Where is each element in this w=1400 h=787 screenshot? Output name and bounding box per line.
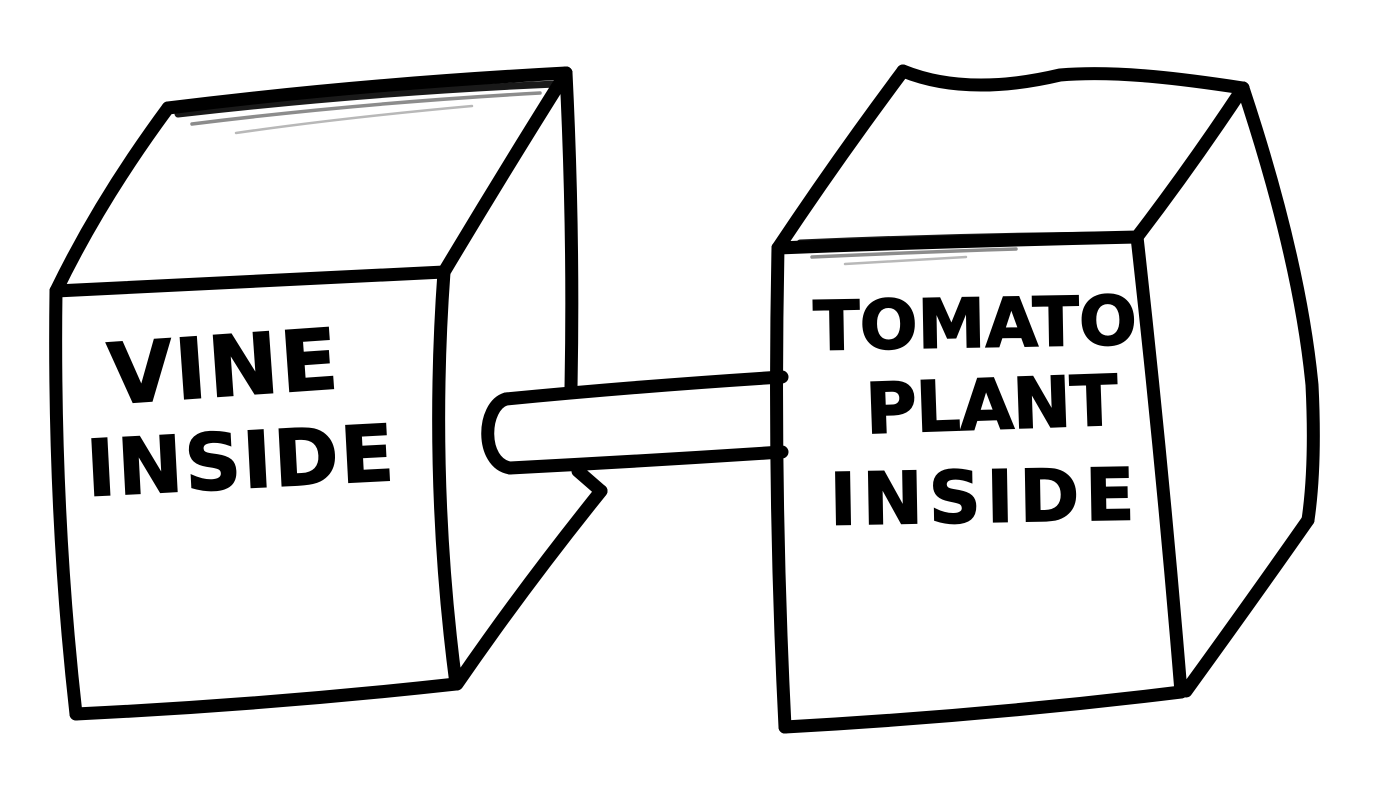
right-box-label-line-2: PLANT: [864, 360, 1119, 451]
right-box-top-face: [771, 64, 1250, 255]
right-box-top-shading-scribbles: [796, 231, 1122, 266]
left-box-side-face: [450, 66, 608, 691]
left-box-label: VINE INSIDE: [83, 309, 398, 515]
right-box-label-line-1: TOMATO: [813, 282, 1138, 367]
right-box-side-face: [1179, 81, 1320, 698]
left-box-label-line-2: INSIDE: [84, 409, 398, 515]
right-box-label: TOMATO PLANT INSIDE: [812, 281, 1142, 542]
pipe-rounded-cap: [481, 392, 517, 475]
left-box: VINE INSIDE: [49, 66, 608, 721]
right-box-front-face: [770, 230, 1188, 734]
pipe-top-edge: [499, 370, 789, 406]
left-box-front-face: [49, 265, 463, 721]
left-box-label-line-1: VINE: [105, 310, 343, 424]
left-box-top-shading-scribbles: [174, 80, 560, 135]
right-box-label-line-3: INSIDE: [829, 452, 1141, 541]
connector-pipe: [481, 370, 789, 475]
right-box: TOMATO PLANT INSIDE: [770, 64, 1320, 734]
pipe-bottom-edge: [503, 445, 789, 475]
left-box-top-face: [49, 66, 573, 298]
